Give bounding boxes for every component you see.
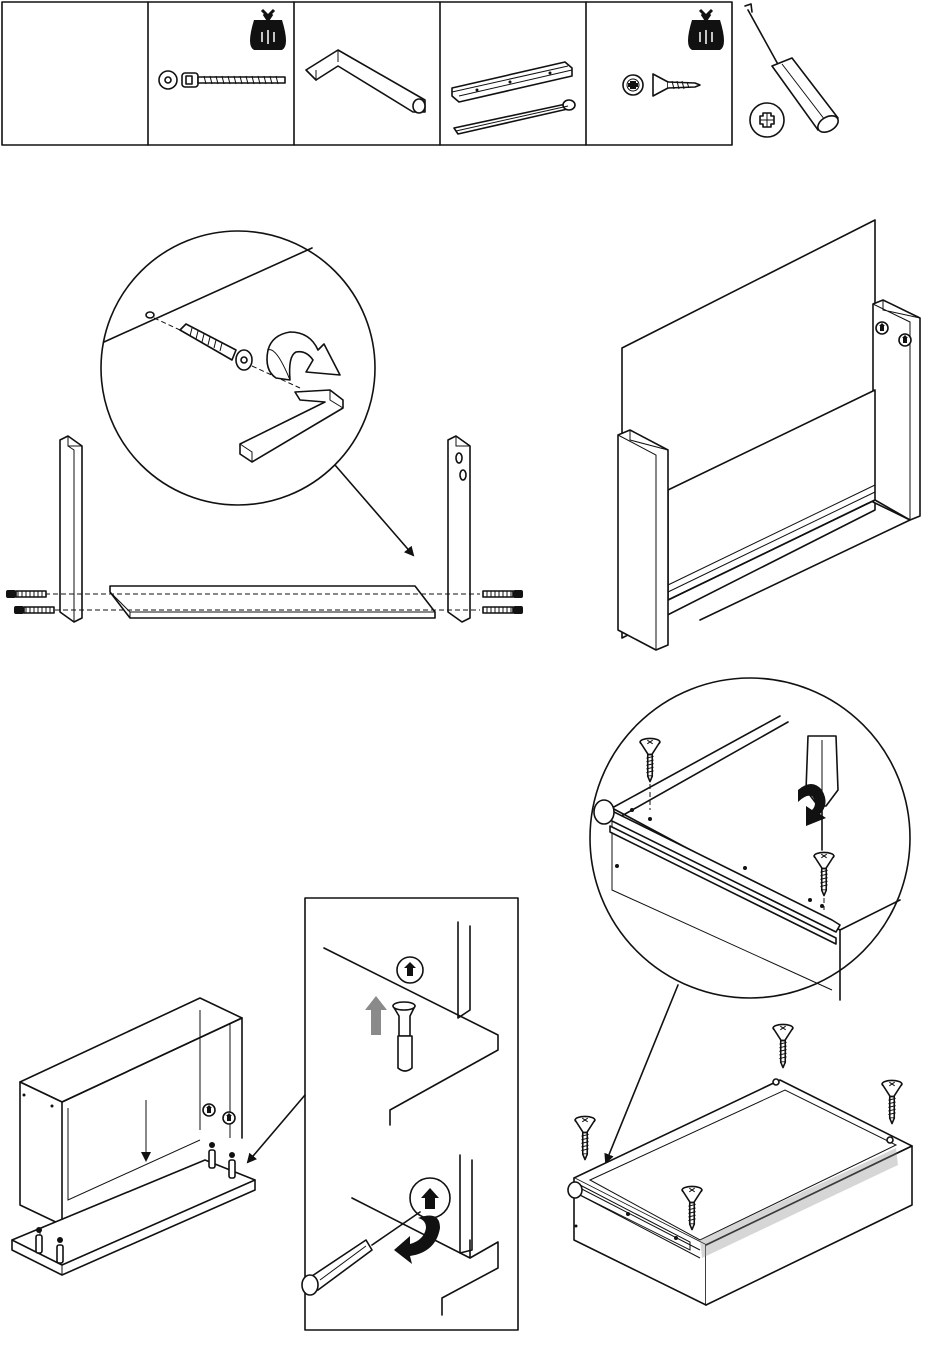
runner-icon — [594, 800, 840, 944]
cam-bolt-icon — [180, 324, 252, 370]
screw-icon — [882, 1080, 902, 1123]
cam-bolt-icon — [483, 590, 523, 598]
drawer-assembled-icon — [568, 1079, 912, 1305]
side-panel-right — [448, 436, 470, 622]
screw-icon — [640, 738, 660, 781]
bottom-panel — [110, 586, 435, 618]
bag-icon — [688, 10, 724, 50]
detail-frame — [302, 898, 518, 1330]
detail-circle — [590, 678, 910, 1000]
step-3 — [12, 898, 518, 1330]
cam-bolt-icon — [159, 71, 285, 89]
cam-bolt-icon — [14, 606, 54, 614]
pointer-arrow — [335, 465, 413, 555]
allen-key-icon — [306, 50, 425, 113]
allen-key-icon — [240, 390, 343, 462]
step-2 — [618, 220, 920, 650]
drawer-box-icon — [618, 220, 920, 650]
screw-icon — [814, 852, 834, 895]
drawer-frame-icon — [12, 998, 255, 1275]
bag-icon — [250, 10, 286, 50]
step-4 — [568, 678, 912, 1305]
step-1 — [6, 231, 523, 622]
screw-icon — [575, 1116, 595, 1159]
screwdriver-icon — [798, 736, 838, 850]
pointer-arrow — [248, 1095, 305, 1162]
parts-strip — [2, 2, 841, 145]
cam-bolt-icon — [483, 606, 523, 614]
drawer-runners-icon — [452, 62, 575, 134]
screw-icon — [773, 1024, 793, 1067]
phillips-screwdriver-icon — [745, 4, 841, 137]
cam-bolt-icon — [6, 590, 46, 598]
rotate-arrow-icon — [267, 332, 340, 380]
phillips-screw-icon — [623, 74, 700, 96]
detail-circle — [101, 231, 375, 505]
